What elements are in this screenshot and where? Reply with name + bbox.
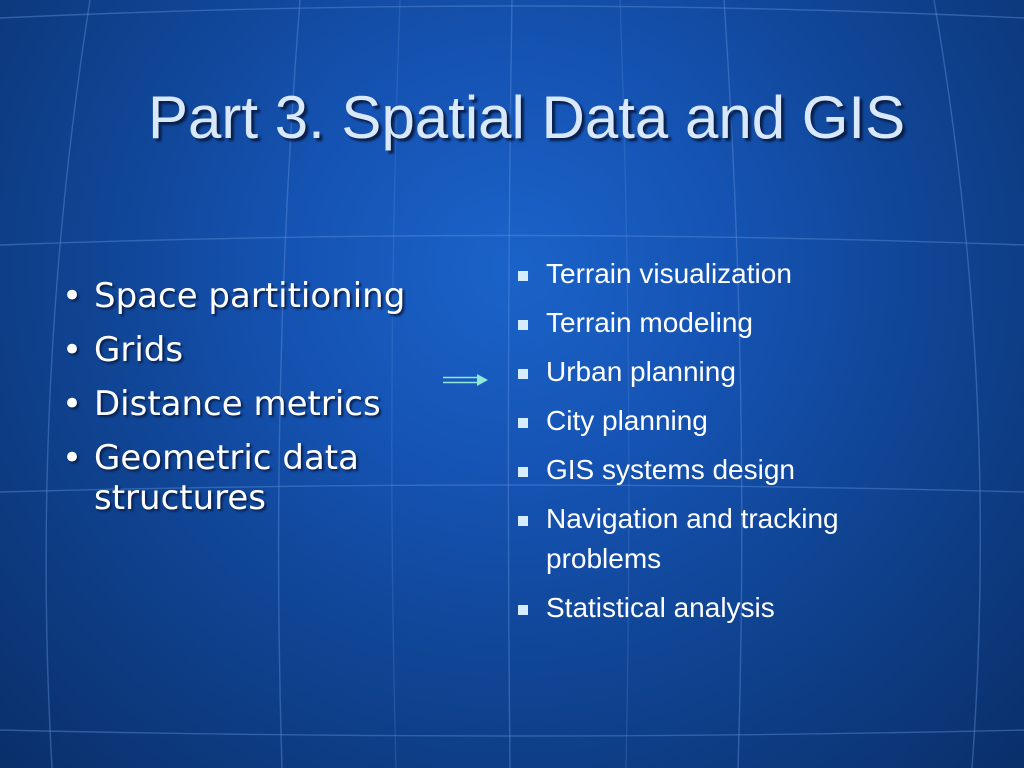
right-list-item: City planning xyxy=(516,401,936,441)
right-list-item: Statistical analysis xyxy=(516,588,936,628)
left-list-item: • Grids xyxy=(60,330,480,370)
square-bullet-icon xyxy=(518,605,528,615)
right-arrow-icon xyxy=(443,374,488,386)
bullet-icon: • xyxy=(62,384,83,424)
right-list-item: Navigation and tracking problems xyxy=(516,499,936,579)
square-bullet-icon xyxy=(518,418,528,428)
right-list-item: Terrain modeling xyxy=(516,303,936,343)
right-list-item-label: Terrain modeling xyxy=(546,307,753,338)
right-list-item: Urban planning xyxy=(516,352,936,392)
bullet-icon: • xyxy=(62,330,83,370)
bullet-icon: • xyxy=(62,438,83,478)
right-list-item: GIS systems design xyxy=(516,450,936,490)
slide-title: Part 3. Spatial Data and GIS xyxy=(148,84,906,151)
left-bullet-list: • Space partitioning • Grids • Distance … xyxy=(60,276,480,532)
left-list-item: • Geometric data structures xyxy=(60,438,480,518)
left-list-item-label: Grids xyxy=(94,330,184,370)
right-list-item-label: City planning xyxy=(546,405,708,436)
right-list-item-label: Terrain visualization xyxy=(546,258,792,289)
right-bullet-list: Terrain visualization Terrain modeling U… xyxy=(516,254,936,637)
right-list-item-label: Urban planning xyxy=(546,356,736,387)
left-list-item-label: Geometric data structures xyxy=(94,438,359,518)
right-list-item-label: Statistical analysis xyxy=(546,592,775,623)
square-bullet-icon xyxy=(518,369,528,379)
left-list-item-label: Space partitioning xyxy=(94,276,406,316)
square-bullet-icon xyxy=(518,320,528,330)
square-bullet-icon xyxy=(518,467,528,477)
square-bullet-icon xyxy=(518,516,528,526)
right-list-item-label: Navigation and tracking problems xyxy=(546,503,839,574)
square-bullet-icon xyxy=(518,271,528,281)
left-list-item: • Space partitioning xyxy=(60,276,480,316)
right-list-item: Terrain visualization xyxy=(516,254,936,294)
bullet-icon: • xyxy=(62,276,83,316)
left-list-item: • Distance metrics xyxy=(60,384,480,424)
left-list-item-label: Distance metrics xyxy=(94,384,381,424)
right-list-item-label: GIS systems design xyxy=(546,454,795,485)
